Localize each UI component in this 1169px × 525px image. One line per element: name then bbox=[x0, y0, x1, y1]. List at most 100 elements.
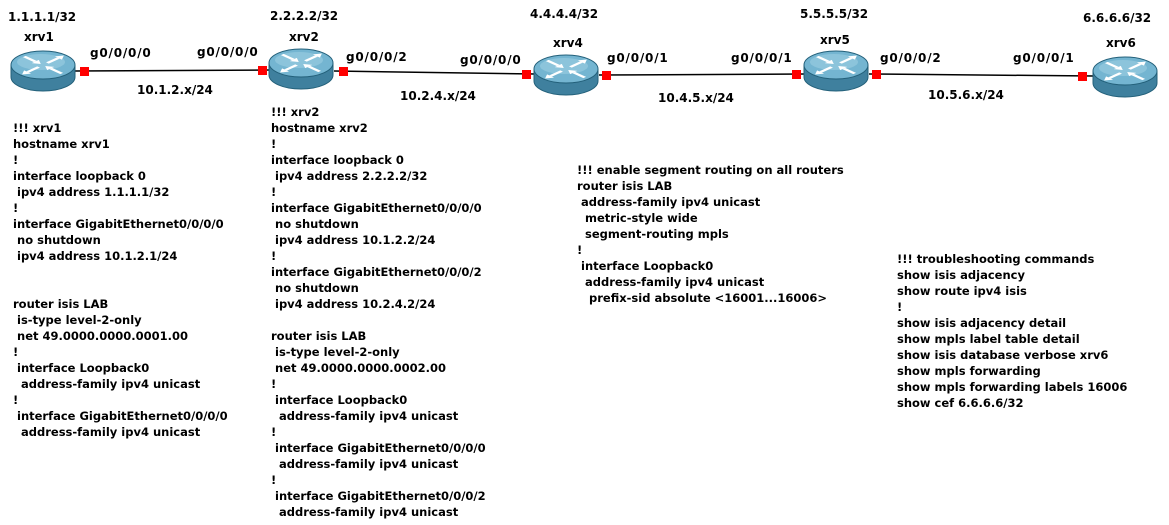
note-line: is-type level-2-only bbox=[13, 313, 142, 327]
note-line: interface Loopback0 bbox=[577, 259, 714, 273]
note-line: interface loopback 0 bbox=[271, 153, 404, 167]
subnet-label: 10.4.5.x/24 bbox=[658, 91, 734, 105]
note-line: address-family ipv4 unicast bbox=[13, 377, 201, 391]
note-line: no shutdown bbox=[271, 217, 359, 231]
note-line: !!! troubleshooting commands bbox=[897, 252, 1095, 266]
note-line: !!! enable segment routing on all router… bbox=[577, 163, 844, 177]
note-line: show route ipv4 isis bbox=[897, 284, 1027, 298]
note-line: show isis database verbose xrv6 bbox=[897, 348, 1109, 362]
router-icon[interactable] bbox=[10, 50, 76, 92]
interface-label: g0/0/0/2 bbox=[880, 51, 942, 65]
note-line: ! bbox=[271, 425, 277, 439]
note-line: ipv4 address 10.1.2.2/24 bbox=[271, 233, 436, 247]
note-line: interface GigabitEthernet0/0/0/0 bbox=[13, 217, 224, 231]
note-line: interface GigabitEthernet0/0/0/0 bbox=[271, 201, 482, 215]
note-line: net 49.0000.0000.0001.00 bbox=[13, 329, 188, 343]
note-line: ! bbox=[13, 153, 19, 167]
note-line: ! bbox=[271, 377, 277, 391]
note-line: ! bbox=[271, 185, 277, 199]
link-xrv4-xrv5[interactable] bbox=[598, 73, 806, 76]
note-line: show isis adjacency bbox=[897, 268, 1025, 282]
interface-label: g0/0/0/1 bbox=[607, 51, 669, 65]
note-line: address-family ipv4 unicast bbox=[577, 195, 761, 209]
interface-label: g0/0/0/1 bbox=[731, 51, 793, 65]
port-marker bbox=[258, 66, 267, 75]
router-node-xrv6[interactable] bbox=[1092, 56, 1158, 98]
hostname-label: xrv4 bbox=[553, 36, 583, 50]
subnet-label: 10.1.2.x/24 bbox=[137, 83, 213, 97]
note-line: address-family ipv4 unicast bbox=[271, 457, 459, 471]
router-icon[interactable] bbox=[1092, 56, 1158, 98]
xrv1-isis-note: router isis LAB is-type level-2-only net… bbox=[13, 296, 228, 440]
port-marker bbox=[792, 70, 801, 79]
note-line: interface loopback 0 bbox=[13, 169, 146, 183]
subnet-label: 10.2.4.x/24 bbox=[400, 89, 476, 103]
note-line: show mpls label table detail bbox=[897, 332, 1080, 346]
note-line: ipv4 address 1.1.1.1/32 bbox=[13, 185, 170, 199]
note-line: hostname xrv1 bbox=[13, 137, 110, 151]
loopback-label: 6.6.6.6/32 bbox=[1083, 11, 1152, 25]
port-marker bbox=[80, 67, 89, 76]
note-line: interface Loopback0 bbox=[271, 393, 408, 407]
note-line: !!! xrv2 bbox=[271, 105, 320, 119]
subnet-label: 10.5.6.x/24 bbox=[928, 88, 1004, 102]
note-line: ipv4 address 2.2.2.2/32 bbox=[271, 169, 428, 183]
port-marker bbox=[872, 70, 881, 79]
note-line: segment-routing mpls bbox=[577, 227, 729, 241]
note-line: interface GigabitEthernet0/0/0/2 bbox=[271, 489, 486, 503]
note-line: router isis LAB bbox=[271, 329, 367, 343]
note-line: show cef 6.6.6.6/32 bbox=[897, 396, 1024, 410]
xrv2-config-note: !!! xrv2 hostname xrv2! interface loopback… bbox=[271, 104, 482, 312]
loopback-label: 1.1.1.1/32 bbox=[8, 10, 77, 24]
note-line: hostname xrv2 bbox=[271, 121, 368, 135]
loopback-label: 4.4.4.4/32 bbox=[530, 7, 599, 21]
interface-label: g0/0/0/0 bbox=[90, 46, 152, 60]
note-line: net 49.0000.0000.0002.00 bbox=[271, 361, 446, 375]
router-node-xrv1[interactable] bbox=[10, 50, 76, 92]
note-line: prefix-sid absolute <16001...16006> bbox=[577, 291, 828, 305]
note-line: ! bbox=[271, 249, 277, 263]
note-line: ! bbox=[897, 300, 903, 314]
loopback-label: 2.2.2.2/32 bbox=[270, 9, 339, 23]
hostname-label: xrv2 bbox=[289, 30, 319, 44]
note-line: no shutdown bbox=[13, 233, 101, 247]
link-xrv5-xrv6[interactable] bbox=[868, 73, 1095, 77]
loopback-label: 5.5.5.5/32 bbox=[800, 7, 869, 21]
note-line: address-family ipv4 unicast bbox=[271, 409, 459, 423]
router-node-xrv4[interactable] bbox=[533, 54, 599, 96]
hostname-label: xrv1 bbox=[24, 30, 54, 44]
router-icon[interactable] bbox=[268, 48, 334, 90]
note-line: ! bbox=[13, 345, 19, 359]
note-line: interface Loopback0 bbox=[13, 361, 150, 375]
port-marker bbox=[1078, 72, 1087, 81]
note-line: ! bbox=[13, 201, 19, 215]
note-line: metric-style wide bbox=[577, 211, 698, 225]
note-line: interface GigabitEthernet0/0/0/0 bbox=[13, 409, 228, 423]
note-line: ipv4 address 10.1.2.1/24 bbox=[13, 249, 178, 263]
troubleshooting-note: !!! troubleshooting commands show isis ad… bbox=[897, 251, 1127, 411]
link-xrv1-xrv2[interactable] bbox=[73, 69, 271, 72]
router-icon[interactable] bbox=[533, 54, 599, 96]
port-marker bbox=[522, 70, 531, 79]
note-line: address-family ipv4 unicast bbox=[271, 505, 459, 519]
note-line: ! bbox=[577, 243, 583, 257]
port-marker bbox=[602, 71, 611, 80]
note-line: interface GigabitEthernet0/0/0/0 bbox=[271, 441, 486, 455]
segment-routing-note: !!! enable segment routing on all router… bbox=[577, 162, 844, 306]
router-icon[interactable] bbox=[803, 50, 869, 92]
link-xrv2-xrv4[interactable] bbox=[333, 70, 536, 75]
note-line: router isis LAB bbox=[13, 297, 109, 311]
note-line: show isis adjacency detail bbox=[897, 316, 1067, 330]
note-line: !!! xrv1 bbox=[13, 121, 62, 135]
hostname-label: xrv5 bbox=[820, 33, 850, 47]
port-marker bbox=[339, 67, 348, 76]
note-line: router isis LAB bbox=[577, 179, 673, 193]
note-line: is-type level-2-only bbox=[271, 345, 400, 359]
note-line: ! bbox=[271, 137, 277, 151]
xrv1-config-note: !!! xrv1 hostname xrv1! interface loopback… bbox=[13, 120, 224, 264]
note-line: address-family ipv4 unicast bbox=[577, 275, 765, 289]
router-node-xrv5[interactable] bbox=[803, 50, 869, 92]
router-node-xrv2[interactable] bbox=[268, 48, 334, 90]
